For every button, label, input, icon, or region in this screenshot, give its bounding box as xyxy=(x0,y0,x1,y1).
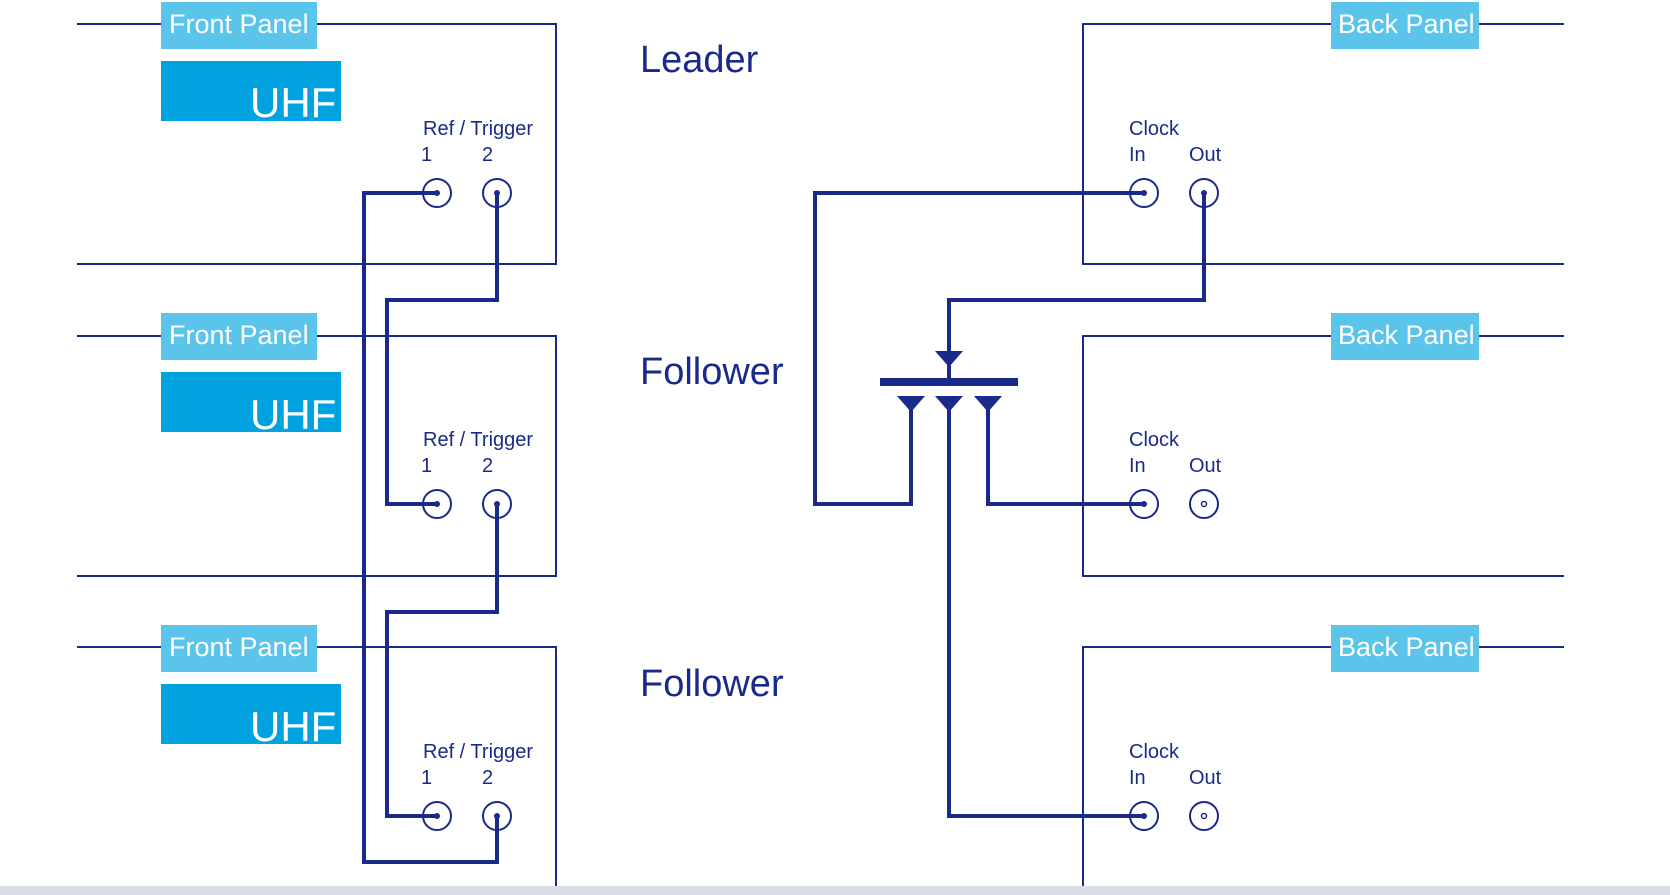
trigger-cable-follower1-port2 xyxy=(385,504,499,818)
role-label-leader: Leader xyxy=(640,39,759,81)
uhf-model-label: UHF xyxy=(250,79,336,126)
ref-trigger-port-2-label: 2 xyxy=(482,767,493,789)
splitter-bar xyxy=(880,378,1018,386)
splitter-output-arrow-right xyxy=(974,396,1002,412)
trigger-cable-leader-port2 xyxy=(385,193,499,506)
ref-trigger-port-1-label: 1 xyxy=(421,144,432,166)
cable-endpoint-dot xyxy=(434,813,440,819)
clock-label: Clock xyxy=(1129,429,1180,451)
cable-endpoint-dot xyxy=(494,813,500,819)
back-panel-tag xyxy=(1331,2,1479,49)
ref-trigger-port-1-label: 1 xyxy=(421,455,432,477)
ref-trigger-label: Ref / Trigger xyxy=(423,429,533,451)
clock-in-label: In xyxy=(1129,767,1146,789)
instrument-follower-1: Front Panel UHF Ref / Trigger 1 2 Back P… xyxy=(77,313,1564,577)
clock-cable-to-follower2-in xyxy=(947,398,1144,818)
uhf-model-block xyxy=(161,684,341,744)
clock-out-port xyxy=(1189,489,1219,519)
splitter-input-stub xyxy=(947,365,951,379)
clock-out-label: Out xyxy=(1189,144,1222,166)
front-panel-tag xyxy=(161,313,317,360)
trigger-cable-leader-port1 xyxy=(362,191,499,864)
clock-in-label: In xyxy=(1129,455,1146,477)
cable-endpoint-dot xyxy=(494,190,500,196)
clock-out-port-center xyxy=(1200,500,1208,508)
back-panel-tag-label: Back Panel xyxy=(1338,320,1475,350)
uhf-model-label: UHF xyxy=(250,391,336,438)
ref-trigger-label: Ref / Trigger xyxy=(423,741,533,763)
uhf-model-label: UHF xyxy=(250,703,336,750)
ref-trigger-port-1-label: 1 xyxy=(421,767,432,789)
cable-endpoint-dot xyxy=(434,190,440,196)
front-panel-tag xyxy=(161,625,317,672)
splitter-output-arrow-middle xyxy=(935,396,963,412)
back-panel-outline xyxy=(1082,335,1564,577)
cable-endpoint-dot xyxy=(1141,190,1147,196)
role-label-follower: Follower xyxy=(640,351,784,393)
clock-out-port xyxy=(1189,801,1219,831)
trigger-cable-endpoints xyxy=(434,190,500,819)
cable-endpoint-dot xyxy=(1141,501,1147,507)
clock-cable-to-leader-in xyxy=(813,191,1144,506)
ref-trigger-port-2-label: 2 xyxy=(482,144,493,166)
clock-out-label: Out xyxy=(1189,767,1222,789)
bottom-scroll-edge xyxy=(0,886,1670,895)
uhf-model-block xyxy=(161,372,341,432)
ref-trigger-port-2-label: 2 xyxy=(482,455,493,477)
role-label-follower: Follower xyxy=(640,663,784,705)
clock-cable-leader-out xyxy=(947,193,1206,358)
instrument-follower-2: Front Panel UHF Ref / Trigger 1 2 Back P… xyxy=(77,625,1564,886)
front-panel-tag-label: Front Panel xyxy=(169,632,309,662)
back-panel-tag-label: Back Panel xyxy=(1338,632,1475,662)
front-panel-tag xyxy=(161,2,317,49)
clock-in-label: In xyxy=(1129,144,1146,166)
clock-label: Clock xyxy=(1129,741,1180,763)
back-panel-tag xyxy=(1331,313,1479,360)
clock-out-port-center xyxy=(1200,812,1208,820)
instrument-leader: Front Panel UHF Ref / Trigger 1 2 Back P… xyxy=(77,2,1564,265)
cable-endpoint-dot xyxy=(494,501,500,507)
back-panel-outline xyxy=(1082,23,1564,265)
uhf-model-block xyxy=(161,61,341,121)
front-panel-tag-label: Front Panel xyxy=(169,320,309,350)
ref-trigger-label: Ref / Trigger xyxy=(423,118,533,140)
splitter-input-arrow xyxy=(935,351,963,367)
cable-endpoint-dot xyxy=(1141,813,1147,819)
clock-splitter xyxy=(880,190,1207,819)
back-panel-tag xyxy=(1331,625,1479,672)
clock-cable-to-follower1-in xyxy=(986,398,1144,506)
front-panel-tag-label: Front Panel xyxy=(169,9,309,39)
cable-endpoint-dot xyxy=(434,501,440,507)
back-panel-outline xyxy=(1082,646,1564,886)
cable-endpoint-dot xyxy=(1201,190,1207,196)
splitter-output-arrow-left xyxy=(897,396,925,412)
clock-distribution xyxy=(813,191,1206,818)
trigger-cabling xyxy=(362,191,499,864)
clock-label: Clock xyxy=(1129,118,1180,140)
clock-out-label: Out xyxy=(1189,455,1222,477)
back-panel-tag-label: Back Panel xyxy=(1338,9,1475,39)
